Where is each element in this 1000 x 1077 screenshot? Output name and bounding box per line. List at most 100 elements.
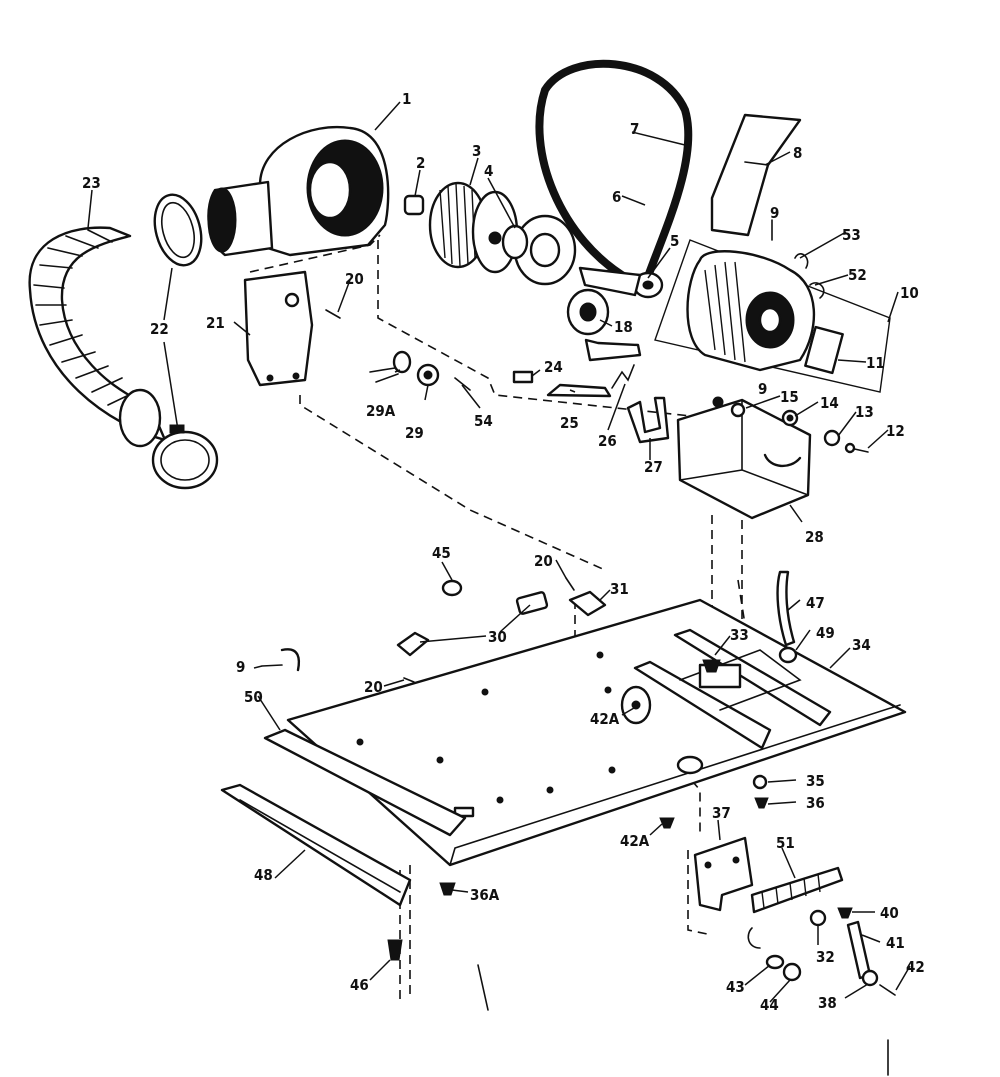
callout-1: 1	[402, 90, 411, 108]
grommet-45	[441, 579, 463, 597]
callout-30: 30	[488, 628, 507, 646]
switch-30-lower	[396, 631, 430, 657]
screw-42	[879, 984, 896, 996]
callout-49: 49	[816, 624, 835, 642]
screw-20-top	[325, 309, 341, 319]
fastener-14	[781, 409, 799, 427]
washer-43	[765, 954, 785, 970]
callout-36a: 36A	[470, 886, 500, 904]
screw-46	[387, 939, 403, 961]
bolt-24	[512, 370, 534, 384]
callout-50: 50	[244, 688, 263, 706]
callout-11: 11	[866, 354, 885, 372]
bracket-37	[693, 836, 754, 912]
blower-wheel-3	[428, 181, 519, 274]
callout-26: 26	[598, 432, 617, 450]
callout-labels: 1 2 3 4 5 6 7 8 9 9 9 10 11 12 13 14 15 …	[82, 90, 925, 1014]
clip-53	[794, 253, 809, 269]
switch-31	[568, 590, 607, 617]
thermostat-29	[416, 363, 440, 387]
callout-29: 29	[405, 424, 424, 442]
nut-44	[782, 962, 802, 982]
motor-mount-28	[676, 396, 812, 520]
screw-33	[702, 659, 721, 673]
screw-9-left	[261, 648, 301, 672]
nut-32	[809, 909, 827, 927]
screw-20-lower	[403, 677, 415, 683]
callout-32: 32	[816, 948, 835, 966]
blower-housing-1	[207, 125, 390, 257]
hose-clamp-22	[151, 193, 219, 490]
nut-35	[752, 774, 768, 790]
callout-13: 13	[855, 403, 874, 421]
callout-41: 41	[886, 934, 905, 952]
callout-42: 42	[906, 958, 925, 976]
bracket-21	[243, 270, 314, 387]
callout-29a: 29A	[366, 402, 396, 420]
callout-36: 36	[806, 794, 825, 812]
callout-42a-lower: 42A	[620, 832, 650, 850]
strap-41	[846, 920, 872, 980]
callout-27: 27	[644, 458, 663, 476]
drive-belt-7	[535, 59, 693, 291]
callout-45: 45	[432, 544, 451, 562]
callout-24: 24	[544, 358, 563, 376]
callout-31: 31	[610, 580, 629, 598]
nut-38	[861, 969, 879, 987]
shield-8	[710, 113, 802, 237]
callout-54: 54	[474, 412, 493, 430]
callout-20-low: 20	[364, 678, 383, 696]
screw-54	[454, 377, 471, 391]
washer-49	[778, 646, 798, 664]
callout-3: 3	[472, 142, 481, 160]
callout-52: 52	[848, 266, 867, 284]
hose-47	[776, 570, 796, 647]
idler-pulley-5	[578, 266, 664, 299]
clip-43-hook	[747, 927, 761, 949]
nut-2	[403, 194, 425, 216]
switch-30-upper	[515, 591, 549, 615]
callout-43: 43	[726, 978, 745, 996]
callout-38: 38	[818, 994, 837, 1012]
fastener-12	[844, 442, 869, 454]
grommet-42a-upper	[620, 685, 652, 725]
callout-25: 25	[560, 414, 579, 432]
rail-rear	[633, 628, 832, 750]
callout-10: 10	[900, 284, 919, 302]
fastener-13	[823, 429, 841, 447]
callout-21: 21	[206, 314, 225, 332]
callout-7: 7	[630, 120, 639, 138]
screw-36a	[439, 882, 456, 896]
screw-20-upper	[565, 577, 575, 591]
callout-44: 44	[760, 996, 779, 1014]
callout-37: 37	[712, 804, 731, 822]
callout-42a-upper: 42A	[590, 710, 620, 728]
rod-25	[546, 383, 612, 398]
callout-20-top: 20	[345, 270, 364, 288]
thermal-fuse-29a	[369, 350, 412, 383]
callout-46: 46	[350, 976, 369, 994]
fastener-15	[730, 402, 746, 418]
callout-18: 18	[614, 318, 633, 336]
exhaust-duct-23	[28, 226, 167, 448]
callout-35: 35	[806, 772, 825, 790]
spring-26	[611, 364, 635, 389]
callout-9-left: 9	[236, 658, 245, 676]
screw-42a-lower	[659, 817, 675, 829]
callout-9-top: 9	[770, 204, 779, 222]
callout-5: 5	[670, 232, 679, 250]
callout-33: 33	[730, 626, 749, 644]
callout-14: 14	[820, 394, 839, 412]
base-plate-34	[286, 598, 907, 867]
bracket-48	[220, 783, 412, 907]
callout-51: 51	[776, 834, 795, 852]
callout-4: 4	[484, 162, 493, 180]
callout-15: 15	[780, 388, 799, 406]
callout-28: 28	[805, 528, 824, 546]
clip-52	[809, 282, 825, 299]
leader-lines	[87, 101, 911, 1003]
motor	[686, 250, 844, 375]
drive-pulley-4	[501, 214, 577, 286]
callout-9-mid: 9	[758, 380, 767, 398]
